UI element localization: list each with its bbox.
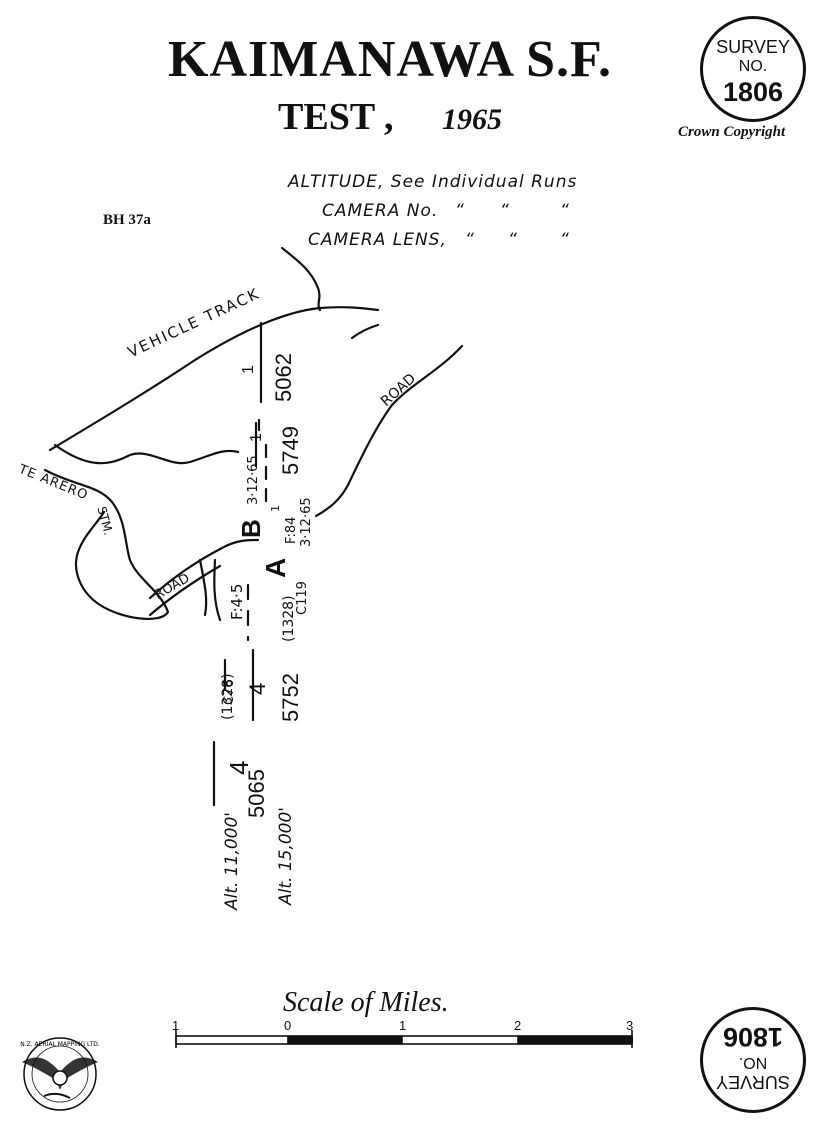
logo-text: N.Z. AERIAL MAPPING LTD. xyxy=(20,1041,100,1048)
aerial-mapping-logo: N.Z. AERIAL MAPPING LTD. xyxy=(20,1037,100,1111)
run-west-altitude: Alt. 11,000' xyxy=(222,812,242,910)
sheet-ref: BH 37a xyxy=(103,212,151,228)
stamp-no-label: NO. xyxy=(738,1054,768,1071)
scale-title: Scale of Miles. xyxy=(283,987,449,1018)
stamp-survey-label: SURVEY xyxy=(716,1072,790,1092)
run-west-camera: (1328) xyxy=(220,673,236,720)
creek-line xyxy=(280,246,322,312)
stamp-number: 1806 xyxy=(722,1022,784,1052)
altitude-info: ALTITUDE, See Individual Runs xyxy=(288,172,578,192)
ditto-5: “ xyxy=(508,230,518,250)
run-b-frame-end-top: 1 xyxy=(240,365,257,374)
road-west-spur xyxy=(198,558,208,617)
run-west-frame: 5065 xyxy=(244,769,269,818)
road-west-line-2 xyxy=(148,564,222,617)
run-b-frame: 5749 xyxy=(278,426,303,475)
run-a-camera-code: C119 xyxy=(295,581,310,615)
track-spur xyxy=(350,323,380,340)
survey-stamp-bottom: SURVEY NO. 1806 xyxy=(700,1007,806,1113)
scale-tick-3: 3 xyxy=(626,1018,634,1033)
run-b-focal-num: 1 xyxy=(269,505,282,512)
run-a-letter: A xyxy=(260,557,291,578)
ditto-4: “ xyxy=(465,230,475,250)
crown-copyright: Crown Copyright xyxy=(678,124,786,140)
subtitle-test: TEST , xyxy=(278,96,394,138)
run-b-focal: F:84 xyxy=(284,516,299,544)
stamp-no-label: NO. xyxy=(738,58,768,75)
scale-tick-1: 1 xyxy=(399,1018,407,1033)
stamp-survey-label: SURVEY xyxy=(716,37,790,57)
survey-stamp-top: SURVEY NO. 1806 xyxy=(700,16,806,122)
stream-branch xyxy=(43,468,170,620)
run-b-frame-top: 1 xyxy=(248,433,265,442)
road-west-south xyxy=(213,558,222,622)
run-b-frame-end: 5062 xyxy=(271,353,296,402)
scale-bar xyxy=(175,1030,633,1048)
run-a-run-no: 4 xyxy=(245,682,270,695)
ditto-3: “ xyxy=(560,201,570,221)
run-b-letter: B xyxy=(236,519,266,538)
scale-tick-2: 2 xyxy=(514,1018,522,1033)
stamp-number: 1806 xyxy=(722,77,784,107)
camera-no-info: CAMERA No. xyxy=(322,201,439,221)
road-east-line xyxy=(314,344,464,518)
vehicle-track-line xyxy=(48,306,380,452)
ditto-1: “ xyxy=(455,201,465,221)
run-b-date-2: 3·12·65 xyxy=(299,497,314,547)
stream-line xyxy=(53,443,240,465)
ditto-2: “ xyxy=(500,201,510,221)
map-title: KAIMANAWA S.F. xyxy=(168,31,613,88)
camera-lens-info: CAMERA LENS, xyxy=(308,230,447,250)
ditto-6: “ xyxy=(560,230,570,250)
scale-tick-0: 0 xyxy=(284,1018,292,1033)
scale-tick-1-left: 1 xyxy=(172,1018,180,1033)
run-b-date: 3·12·65 xyxy=(246,455,261,505)
run-a-frame-range: 5752 xyxy=(278,673,303,722)
run-a-altitude: Alt. 15,000' xyxy=(276,807,296,905)
subtitle-year: 1965 xyxy=(442,103,502,136)
road-west-line xyxy=(148,538,260,600)
run-a-focal: F:4·5 xyxy=(228,583,246,620)
